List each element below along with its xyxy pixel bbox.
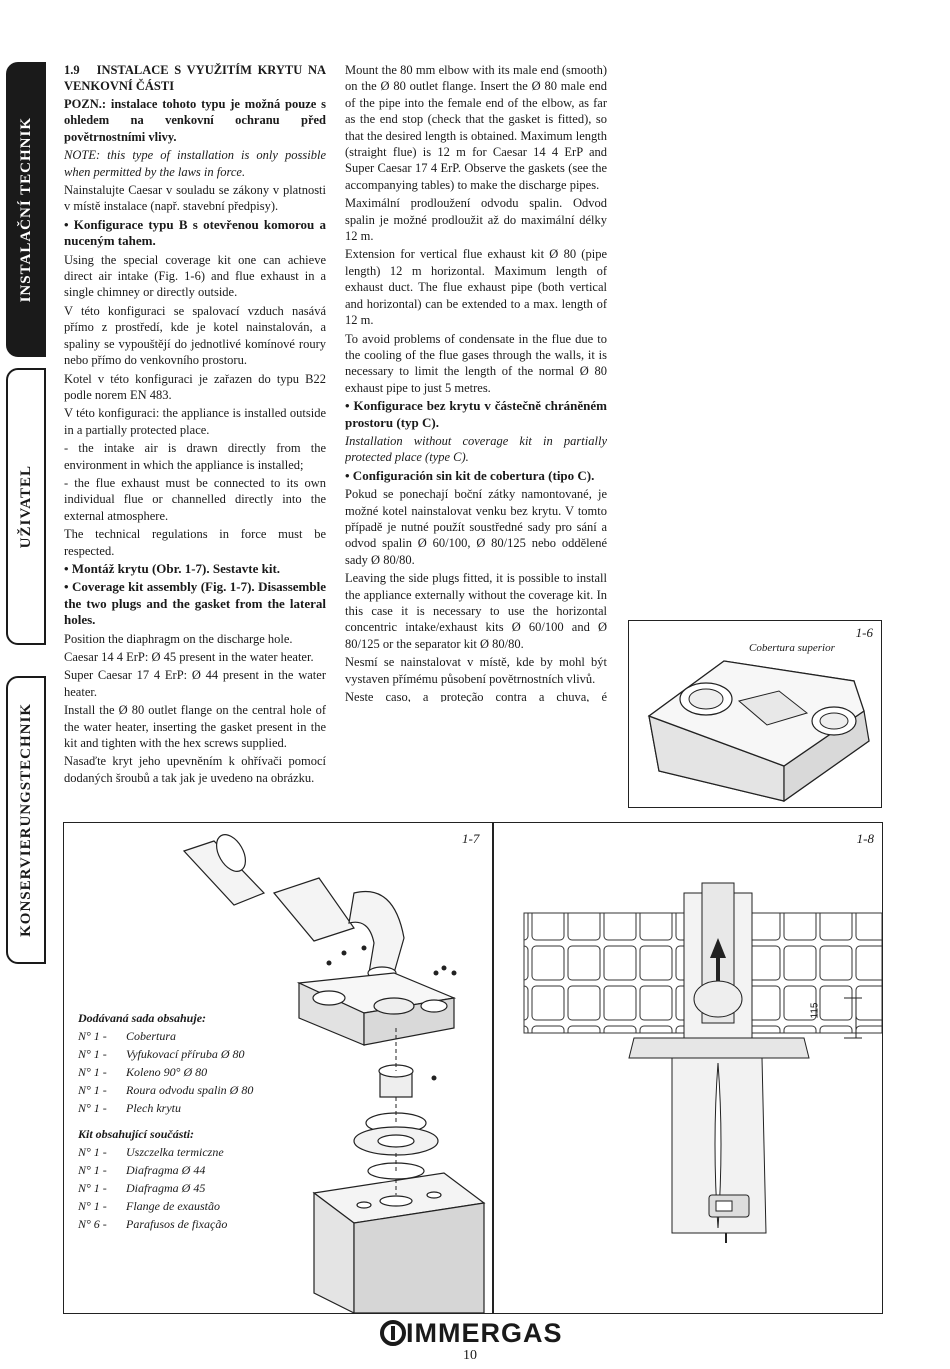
paragraph: • Montáž krytu (Obr. 1-7). Sestavte kit.: [64, 560, 281, 576]
right-text-column: Mount the 80 mm elbow with its male end …: [345, 62, 607, 702]
figure-number: 1-6: [855, 625, 873, 640]
page-number: 10: [463, 1348, 477, 1363]
exploded-assembly-drawing: [182, 834, 486, 1313]
legend-item-text: Vyfukovací příruba Ø 80: [126, 1047, 245, 1061]
legend-item-text: Diafragma Ø 44: [126, 1163, 206, 1177]
legend-item: N° 1 - Cobertura: [78, 1027, 253, 1045]
legend-item-text: Roura odvodu spalin Ø 80: [126, 1083, 254, 1097]
tab-maintenance[interactable]: KONSERVIERUNGSTECHNIK: [6, 676, 46, 964]
tab-installer[interactable]: INSTALAČNÍ TECHNIK: [6, 62, 46, 357]
paragraph: Maximální prodloužení odvodu spalin. Odv…: [345, 196, 607, 244]
paragraph: To avoid problems of condensate in the f…: [345, 331, 607, 395]
paragraph: Leaving the side plugs fitted, it is pos…: [345, 571, 607, 651]
cover-drawing: [647, 660, 870, 803]
paragraph: Super Caesar 17 4 ErP: Ø 44 present in t…: [64, 668, 326, 699]
figure-number-1-8: 1-8: [856, 831, 874, 846]
legend-item-text: Cobertura: [126, 1029, 177, 1043]
legend-item: N° 1 - Koleno 90° Ø 80: [78, 1063, 253, 1081]
legend-item-code: N° 1 -: [78, 1145, 107, 1159]
legend-item: N° 1 - Vyfukovací příruba Ø 80: [78, 1045, 253, 1063]
legend-item: N° 1 - Uszczelka termiczne: [78, 1143, 227, 1161]
brand-logo: IMMERGAS: [380, 1318, 575, 1348]
legend-item-text: Koleno 90° Ø 80: [126, 1065, 208, 1079]
paragraph: Extension for vertical flue exhaust kit …: [345, 247, 607, 328]
paragraph: - the flue exhaust must be connected to …: [64, 475, 326, 523]
legend-item-code: N° 1 -: [78, 1199, 107, 1213]
legend-item: N° 1 - Plech krytu: [78, 1099, 253, 1117]
legend-item-text: Diafragma Ø 45: [126, 1181, 206, 1195]
paragraph: • Konfigurace typu B s otevřenou komorou…: [64, 216, 326, 249]
paragraph: NOTE: this type of installation is only …: [64, 148, 326, 179]
paragraph: Mount the 80 mm elbow with its male end …: [345, 63, 607, 192]
figure-1-6: 1-6 Cobertura superior: [628, 620, 882, 808]
legend-item-text: Plech krytu: [126, 1101, 181, 1115]
paragraph: The technical regulations in force must …: [64, 527, 326, 558]
paragraph: Nesmí se nainstalovat v místě, kde by mo…: [345, 655, 607, 686]
legend-item: N° 1 - Flange de exaustão: [78, 1197, 227, 1215]
legend-item: N° 6 - Parafusos de fixação: [78, 1215, 227, 1233]
paragraph: Nasaďte kryt jeho upevněním k ohřívači p…: [64, 754, 326, 785]
legend-title: Kit obsahující součásti:: [78, 1127, 195, 1141]
paragraph: V této konfiguraci: the appliance is ins…: [64, 406, 326, 437]
brand-name: IMMERGAS: [406, 1317, 563, 1348]
paragraph: Installation without coverage kit in par…: [345, 433, 607, 465]
figure-number-1-7: 1-7: [462, 831, 480, 846]
legend-item-text: Uszczelka termiczne: [126, 1145, 224, 1159]
paragraph: • Konfigurace bez krytu v částečně chrán…: [345, 398, 607, 430]
figures-1-7-1-8: 1-7 1-8: [63, 822, 883, 1314]
section-number: 1.9: [64, 63, 80, 77]
tab-maintenance-label: KONSERVIERUNGSTECHNIK: [17, 703, 34, 937]
legend-item: N° 1 - Diafragma Ø 45: [78, 1179, 227, 1197]
legend-item: N° 1 - Diafragma Ø 44: [78, 1161, 227, 1179]
paragraph: V této konfiguraci se spalovací vzduch n…: [64, 303, 326, 368]
paragraph: Neste caso, a proteção contra a chuva, é…: [345, 690, 607, 702]
dimension-label: 115: [809, 1002, 821, 1019]
legend-title: Dodávaná sada obsahuje:: [78, 1011, 207, 1025]
paragraph: Nainstalujte Caesar v souladu se zákony …: [64, 183, 326, 214]
legend-kit-components: Kit obsahující součásti: N° 1 - Uszczelka…: [78, 1125, 227, 1233]
legend-item: N° 1 - Roura odvodu spalin Ø 80: [78, 1081, 253, 1099]
figure-caption: Cobertura superior: [749, 642, 835, 654]
paragraph: POZN.: instalace tohoto typu je možná po…: [64, 97, 326, 144]
legend-item-code: N° 1 -: [78, 1163, 107, 1177]
legend-item-code: N° 1 -: [78, 1101, 107, 1115]
legend-item-code: N° 6 -: [78, 1217, 107, 1231]
tab-user-label: UŽIVATEL: [17, 464, 34, 549]
vertical-flue-drawing: [523, 882, 882, 1243]
paragraph: Position the diaphragm on the discharge …: [64, 631, 293, 646]
paragraph: - the intake air is drawn directly from …: [64, 441, 326, 472]
legend-item-text: Flange de exaustão: [126, 1199, 220, 1213]
paragraph: Kotel v této konfiguraci je zařazen do t…: [64, 371, 326, 402]
legend-item-text: Parafusos de fixação: [126, 1217, 228, 1231]
paragraph: • Configuración sin kit de cobertura (ti…: [345, 467, 595, 483]
paragraph: Caesar 14 4 ErP: Ø 45 present in the wat…: [64, 650, 314, 664]
paragraph: Using the special coverage kit one can a…: [64, 252, 326, 300]
legend-item-code: N° 1 -: [78, 1065, 107, 1079]
brand-mark-icon: [380, 1320, 406, 1346]
paragraph: Install the Ø 80 outlet flange on the ce…: [64, 703, 326, 751]
figure-divider: [492, 823, 494, 1313]
paragraph: Pokud se ponechají boční zátky namontova…: [345, 487, 607, 567]
tab-user[interactable]: UŽIVATEL: [6, 368, 46, 645]
legend-item-code: N° 1 -: [78, 1047, 107, 1061]
left-text-column: POZN.: instalace tohoto typu je možná po…: [64, 96, 326, 786]
legend-item-code: N° 1 -: [78, 1181, 107, 1195]
section-title: INSTALACE S VYUŽITÍM KRYTU NA VENKOVNÍ Č…: [64, 63, 326, 94]
section-heading: 1.9 INSTALACE S VYUŽITÍM KRYTU NA VENKOV…: [64, 62, 326, 95]
tab-installer-label: INSTALAČNÍ TECHNIK: [17, 116, 34, 303]
legend-item-code: N° 1 -: [78, 1029, 107, 1043]
legend-item-code: N° 1 -: [78, 1083, 107, 1097]
paragraph: • Coverage kit assembly (Fig. 1-7). Disa…: [64, 579, 326, 628]
